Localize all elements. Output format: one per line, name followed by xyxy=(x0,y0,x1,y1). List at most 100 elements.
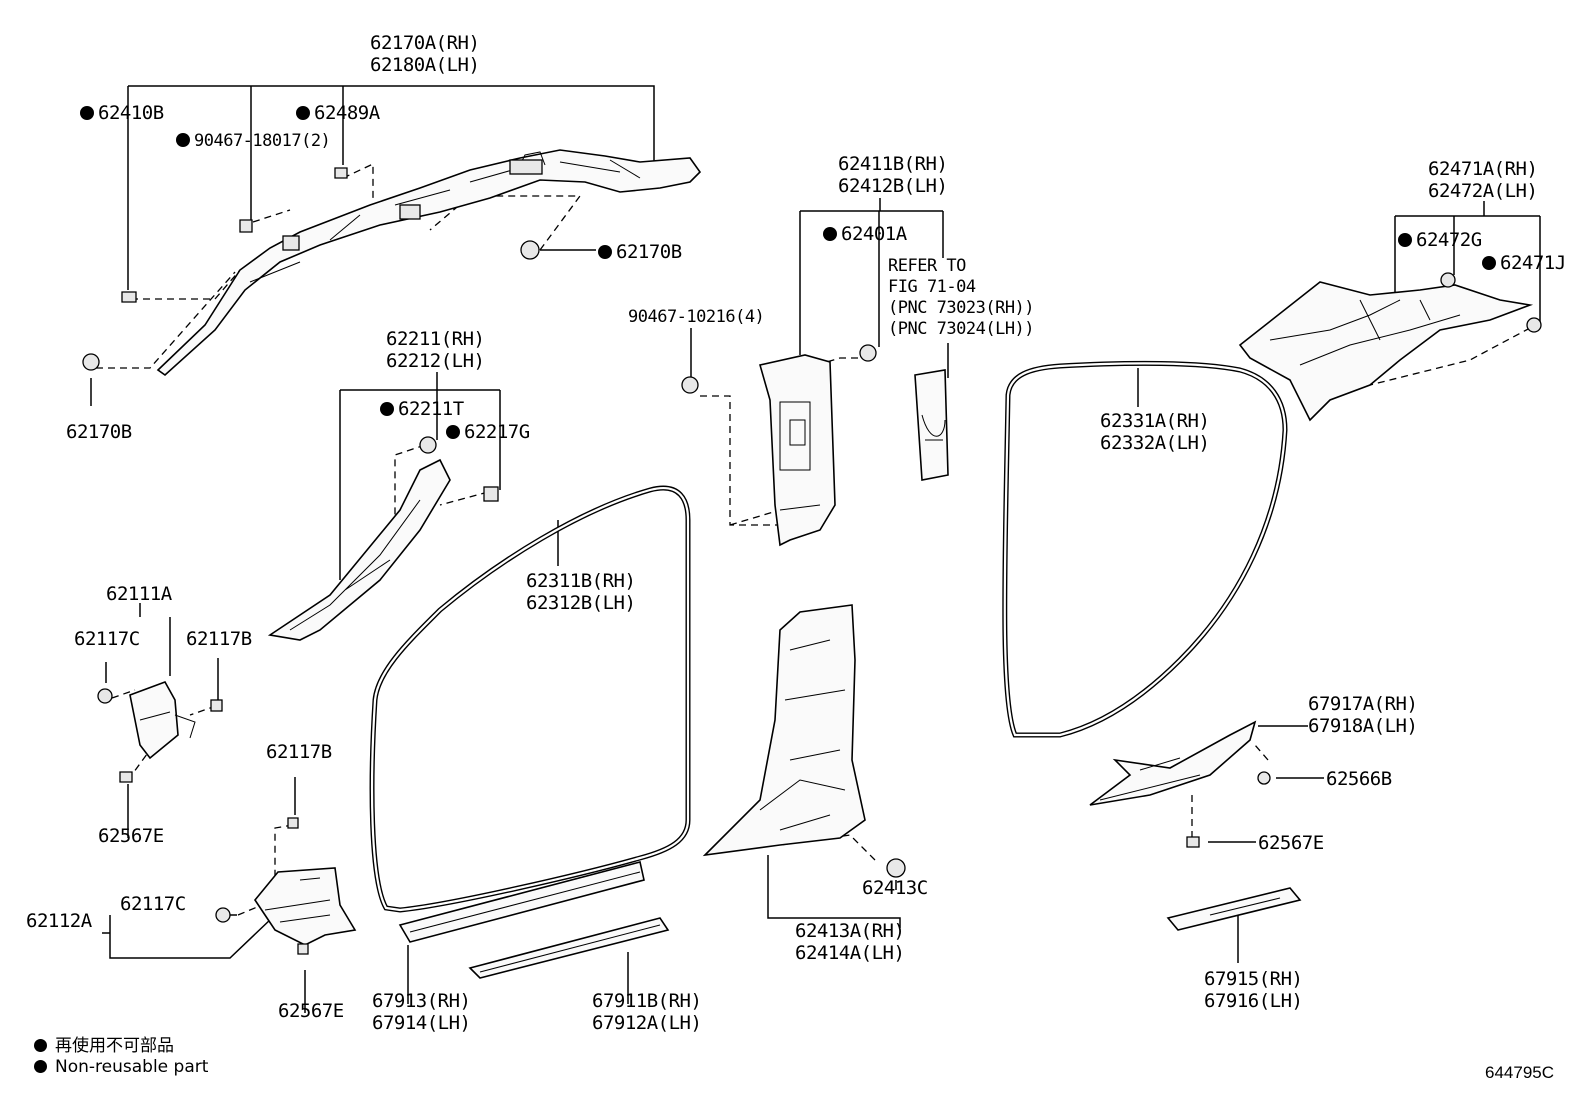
refer-line-1: REFER TO xyxy=(888,256,966,276)
cowl-side-trim-lower xyxy=(215,817,357,955)
label-62117B-mid-text: 62117B xyxy=(266,741,332,763)
label-67916-lh: 67916(LH) xyxy=(1204,990,1303,1012)
roof-side-garnish-part xyxy=(156,149,702,377)
bullet-icon xyxy=(34,1039,47,1052)
label-90467-18017-text: 90467-18017(2) xyxy=(194,131,331,151)
label-62331A-rh: 62331A(RH) xyxy=(1100,410,1210,432)
label-62410B: 62410B xyxy=(80,102,164,124)
label-62217G-text: 62217G xyxy=(464,421,530,443)
label-90467-18017: 90467-18017(2) xyxy=(176,130,331,152)
legend-en-text: Non-reusable part xyxy=(55,1057,209,1077)
label-62567E-right: 62567E xyxy=(1258,832,1324,854)
label-62567E-left: 62567E xyxy=(98,825,164,847)
label-67911B: 67911B(RH) 67912A(LH) xyxy=(592,990,702,1034)
label-62111A: 62111A xyxy=(106,583,172,605)
label-67912A-lh: 67912A(LH) xyxy=(592,1012,702,1034)
label-62217G: 62217G xyxy=(446,421,530,443)
label-62180A-lh: 62180A(LH) xyxy=(370,54,480,76)
label-67913: 67913(RH) 67914(LH) xyxy=(372,990,471,1034)
label-62311B: 62311B(RH) 62312B(LH) xyxy=(526,570,636,614)
label-62413C: 62413C xyxy=(862,877,928,899)
label-62567E-right-text: 62567E xyxy=(1258,832,1324,854)
label-62332A-lh: 62332A(LH) xyxy=(1100,432,1210,454)
label-62401A-text: 62401A xyxy=(841,223,907,245)
rear-door-scuff-plate-outer xyxy=(1166,887,1302,931)
refer-line-4: (PNC 73024(LH)) xyxy=(888,319,1035,339)
label-62471J: 62471J xyxy=(1482,252,1566,274)
label-62413A: 62413A(RH) 62414A(LH) xyxy=(795,920,905,964)
center-pillar-lower-garnish xyxy=(702,604,906,878)
refer-line-3: (PNC 73023(RH)) xyxy=(888,298,1035,318)
label-62170B-right: 62170B xyxy=(598,241,682,263)
label-62311B-rh: 62311B(RH) xyxy=(526,570,636,592)
rear-door-scuff-plate-inner xyxy=(1089,720,1271,848)
refer-line-2: FIG 71-04 xyxy=(888,277,976,297)
label-62211T: 62211T xyxy=(380,398,464,420)
label-62413C-text: 62413C xyxy=(862,877,928,899)
label-62414A-lh: 62414A(LH) xyxy=(795,942,905,964)
legend-jp-text: 再使用不可部品 xyxy=(55,1036,174,1056)
label-67918A-lh: 67918A(LH) xyxy=(1308,715,1418,737)
label-67911B-rh: 67911B(RH) xyxy=(592,990,702,1012)
label-62331A: 62331A(RH) 62332A(LH) xyxy=(1100,410,1210,454)
bullet-icon xyxy=(34,1060,47,1073)
label-62170A: 62170A(RH) 62180A(LH) xyxy=(370,32,480,76)
front-door-scuff-plate-outer xyxy=(468,917,670,979)
label-90467-10216: 90467-10216(4) xyxy=(628,306,765,328)
front-door-weatherstrip xyxy=(369,485,691,913)
figure-number: 644795C xyxy=(1485,1063,1554,1083)
label-67914-lh: 67914(LH) xyxy=(372,1012,471,1034)
label-62566B: 62566B xyxy=(1326,768,1392,790)
label-62211-rh: 62211(RH) xyxy=(386,328,485,350)
label-62567E-bottom-text: 62567E xyxy=(278,1000,344,1022)
front-pillar-garnish xyxy=(267,436,499,641)
label-62567E-left-text: 62567E xyxy=(98,825,164,847)
label-62112A-text: 62112A xyxy=(26,910,92,932)
label-62566B-text: 62566B xyxy=(1326,768,1392,790)
label-62211: 62211(RH) 62212(LH) xyxy=(386,328,485,372)
label-62117B-top: 62117B xyxy=(186,628,252,650)
quarter-inner-garnish xyxy=(1238,272,1542,422)
label-62410B-text: 62410B xyxy=(98,102,164,124)
label-90467-10216-text: 90467-10216(4) xyxy=(628,307,765,327)
label-refer-to: REFER TO FIG 71-04 (PNC 73023(RH)) (PNC … xyxy=(888,256,1035,340)
front-door-scuff-plate-inner xyxy=(398,861,645,943)
label-67913-rh: 67913(RH) xyxy=(372,990,471,1012)
leader-lines xyxy=(90,85,1541,1013)
label-62413A-rh: 62413A(RH) xyxy=(795,920,905,942)
label-62117C-top: 62117C xyxy=(74,628,140,650)
label-62489A: 62489A xyxy=(296,102,380,124)
label-62117C-top-text: 62117C xyxy=(74,628,140,650)
figure-number-text: 644795C xyxy=(1485,1063,1555,1082)
label-67917A-rh: 67917A(RH) xyxy=(1308,693,1418,715)
belt-anchor-cover xyxy=(914,369,949,481)
label-62170B-left: 62170B xyxy=(66,421,132,443)
label-62472G-text: 62472G xyxy=(1416,229,1482,251)
label-62170B-right-text: 62170B xyxy=(616,241,682,263)
center-pillar-upper-garnish xyxy=(681,344,877,547)
label-62401A: 62401A xyxy=(823,223,907,245)
label-62489A-text: 62489A xyxy=(314,102,380,124)
label-62117C-mid-text: 62117C xyxy=(120,893,186,915)
label-62567E-bottom: 62567E xyxy=(278,1000,344,1022)
label-62472G: 62472G xyxy=(1398,229,1482,251)
label-62312B-lh: 62312B(LH) xyxy=(526,592,636,614)
label-62471A: 62471A(RH) 62472A(LH) xyxy=(1428,158,1538,202)
label-62411B: 62411B(RH) 62412B(LH) xyxy=(838,153,948,197)
label-62117C-mid: 62117C xyxy=(120,893,186,915)
label-62471J-text: 62471J xyxy=(1500,252,1566,274)
label-67915-rh: 67915(RH) xyxy=(1204,968,1303,990)
label-62412B-lh: 62412B(LH) xyxy=(838,175,948,197)
rear-door-weatherstrip xyxy=(1002,360,1288,738)
label-62411B-rh: 62411B(RH) xyxy=(838,153,948,175)
label-62472A-lh: 62472A(LH) xyxy=(1428,180,1538,202)
label-62111A-text: 62111A xyxy=(106,583,172,605)
label-62170B-left-text: 62170B xyxy=(66,421,132,443)
label-62117B-mid: 62117B xyxy=(266,741,332,763)
label-62471A-rh: 62471A(RH) xyxy=(1428,158,1538,180)
label-62211T-text: 62211T xyxy=(398,398,464,420)
legend-en: Non-reusable part xyxy=(34,1057,208,1077)
legend-jp: 再使用不可部品 xyxy=(34,1031,174,1056)
cowl-side-trim-upper xyxy=(97,681,223,783)
